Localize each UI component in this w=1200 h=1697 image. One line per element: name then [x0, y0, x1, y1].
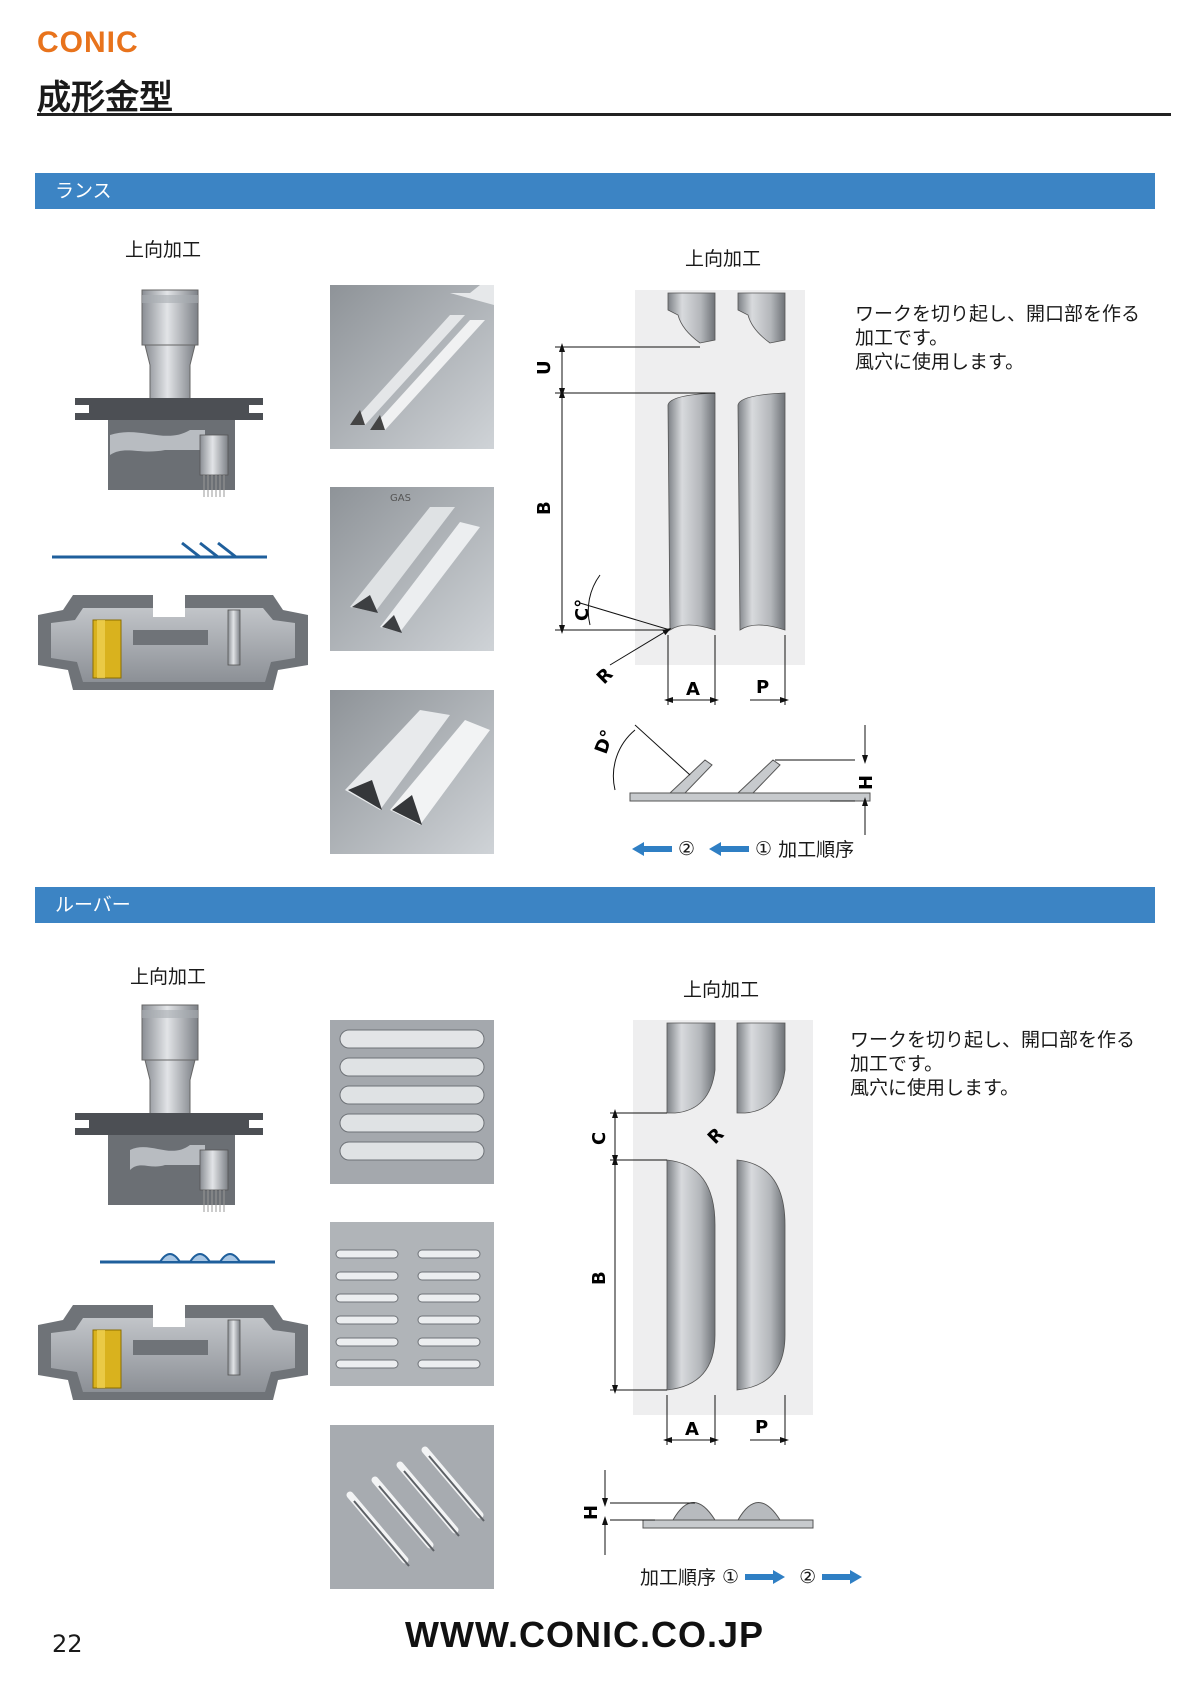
order-step-1: ①: [722, 1565, 740, 1588]
svg-text:GAS: GAS: [390, 493, 411, 504]
section-header-louver: ルーバー: [35, 887, 1155, 923]
dim-c: C°: [572, 599, 593, 621]
process-order-louver: 加工順序 ① ②: [640, 1563, 863, 1590]
dim-b: B: [589, 1271, 610, 1285]
tool-label-louver: 上向加工: [130, 966, 207, 988]
section-title: ランス: [55, 180, 112, 202]
sample-photo-louver-2: [330, 1222, 494, 1386]
arrow-right-icon: [822, 1569, 863, 1584]
dim-p: P: [756, 677, 769, 698]
dim-u: U: [534, 360, 555, 375]
order-step-1: ①: [755, 837, 773, 860]
sample-photo-louver-1: [330, 1020, 494, 1184]
dim-r: R: [593, 664, 618, 689]
order-step-2: ②: [799, 1565, 817, 1588]
lance-dimension-diagram: U B C° R A P D° H: [534, 290, 877, 835]
process-order-lance: ② ① 加工順序: [632, 835, 854, 862]
brand-logo: CONIC: [37, 26, 139, 59]
description-lance: ワークを切り起し、開口部を作る 加工です。 風穴に使用します。: [855, 303, 1141, 373]
sample-photo-lance-1: [330, 285, 494, 449]
dim-b: B: [534, 501, 555, 515]
section-header-lance: ランス: [35, 173, 1155, 209]
punch-illustration-lance: [75, 289, 263, 497]
arrow-left-icon: [709, 841, 750, 856]
tool-label-lance: 上向加工: [125, 239, 202, 261]
dim-h: H: [581, 1505, 602, 1520]
strip-profile-louver: [100, 1253, 275, 1264]
website-url[interactable]: WWW.CONIC.CO.JP: [405, 1614, 764, 1655]
arrow-left-icon: [632, 841, 672, 856]
header-divider: [37, 113, 1171, 116]
section-title: ルーバー: [55, 894, 131, 916]
page-number: 22: [52, 1630, 83, 1658]
description-louver: ワークを切り起し、開口部を作る 加工です。 風穴に使用します。: [850, 1029, 1136, 1099]
order-step-2: ②: [678, 837, 696, 860]
arrow-right-icon: [745, 1569, 786, 1584]
page-title: 成形金型: [37, 78, 173, 118]
dim-d: D°: [591, 727, 619, 757]
sample-photo-louver-3: [330, 1425, 494, 1589]
louver-dimension-diagram: C R B A P H: [581, 1020, 814, 1555]
dim-h: H: [856, 775, 877, 790]
dim-a: A: [686, 679, 700, 700]
diagram-label-lance: 上向加工: [685, 248, 762, 270]
die-illustration-lance: [38, 595, 308, 690]
order-label: 加工順序: [778, 839, 855, 861]
dim-p: P: [755, 1417, 768, 1438]
punch-illustration-louver: [75, 1004, 263, 1212]
sample-photo-lance-2: GAS: [330, 487, 494, 651]
sample-photo-lance-3: [330, 690, 494, 854]
die-illustration-louver: [38, 1305, 308, 1400]
diagram-label-louver: 上向加工: [683, 979, 760, 1001]
dim-c: C: [589, 1132, 610, 1145]
dim-a: A: [685, 1419, 699, 1440]
strip-profile-lance: [52, 541, 267, 559]
order-label: 加工順序: [640, 1567, 717, 1589]
